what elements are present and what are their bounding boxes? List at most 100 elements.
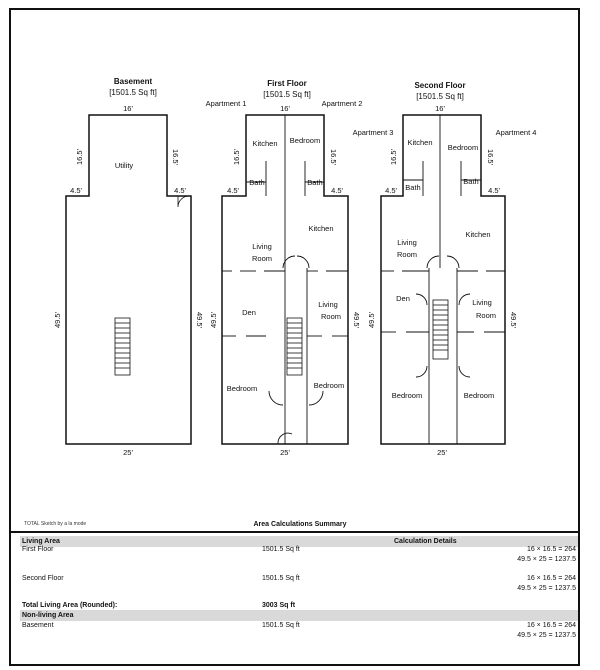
second-room-living-left-2: Room bbox=[397, 250, 417, 259]
basement-dim-bottom: 25' bbox=[123, 448, 133, 457]
first-floor-row-2: 49.5 × 25 = 1237.5 bbox=[20, 554, 578, 565]
second-dim-top: 16' bbox=[435, 104, 445, 113]
first-room-den: Den bbox=[242, 308, 256, 317]
first-floor-stairs bbox=[286, 317, 303, 376]
apartment-2-label: Apartment 2 bbox=[322, 99, 363, 108]
second-dim-left-step: 4.5' bbox=[385, 186, 397, 195]
second-room-kitchen-right: Kitchen bbox=[465, 230, 490, 239]
second-dim-bottom: 25' bbox=[437, 448, 447, 457]
first-room-living-right-1: Living bbox=[318, 300, 338, 309]
basement-dim-left-upper: 16.5' bbox=[75, 148, 84, 165]
first-dim-right-step: 4.5' bbox=[331, 186, 343, 195]
second-dim-right-step: 4.5' bbox=[488, 186, 500, 195]
basement-dim-right-upper: 16.5' bbox=[171, 149, 180, 166]
second-floor-calc-1: 16 × 16.5 = 264 bbox=[526, 575, 576, 582]
first-dim-right-side: 49.5' bbox=[352, 312, 361, 329]
first-room-living-left-1: Living bbox=[252, 242, 272, 251]
second-room-bedroom-left: Bedroom bbox=[392, 391, 422, 400]
first-room-bedroom-top: Bedroom bbox=[290, 136, 320, 145]
basement-area-value: 1501.5 Sq ft bbox=[262, 622, 300, 629]
first-dim-top: 16' bbox=[280, 104, 290, 113]
second-floor-label: Second Floor bbox=[22, 575, 64, 582]
total-row: Total Living Area (Rounded): 3003 Sq ft bbox=[20, 600, 578, 611]
first-dim-left-upper: 16.5' bbox=[232, 148, 241, 165]
summary-top-rule bbox=[11, 531, 578, 533]
second-dim-right-side: 49.5' bbox=[509, 312, 518, 329]
first-floor-walls bbox=[222, 115, 348, 445]
basement-stairs bbox=[114, 317, 131, 376]
first-room-bedroom-left: Bedroom bbox=[227, 384, 257, 393]
second-room-bedroom-top: Bedroom bbox=[448, 143, 478, 152]
basement-dim-right-side: 49.5' bbox=[195, 312, 204, 329]
first-room-living-right-2: Room bbox=[321, 312, 341, 321]
second-room-living-right-1: Living bbox=[472, 298, 492, 307]
second-room-den: Den bbox=[396, 294, 410, 303]
total-area-value: 3003 Sq ft bbox=[262, 602, 296, 609]
first-dim-left-step: 4.5' bbox=[227, 186, 239, 195]
basement-calc-2: 49.5 × 25 = 1237.5 bbox=[517, 632, 576, 639]
basement-room-utility: Utility bbox=[115, 161, 134, 170]
second-room-living-left-1: Living bbox=[397, 238, 417, 247]
second-room-kitchen-top: Kitchen bbox=[407, 138, 432, 147]
first-dim-bottom: 25' bbox=[280, 448, 290, 457]
first-floor-calc-2: 49.5 × 25 = 1237.5 bbox=[517, 556, 576, 563]
living-area-header-row: Living Area Calculation Details bbox=[20, 536, 578, 547]
non-living-header-row: Non-living Area bbox=[20, 610, 578, 621]
apartment-1-label: Apartment 1 bbox=[206, 99, 247, 108]
floor-plans: Basement [1501.5 Sq ft] Utility 16' 16.5… bbox=[53, 77, 537, 457]
non-living-header: Non-living Area bbox=[22, 612, 74, 619]
apartment-4-label: Apartment 4 bbox=[496, 128, 537, 137]
second-floor-area-value: 1501.5 Sq ft bbox=[262, 575, 300, 582]
first-room-bath-left: Bath bbox=[249, 178, 264, 187]
basement-calc-1: 16 × 16.5 = 264 bbox=[526, 622, 576, 629]
first-floor-outline bbox=[221, 114, 349, 445]
second-floor-walls bbox=[381, 115, 505, 444]
basement-dim-left-step: 4.5' bbox=[70, 186, 82, 195]
document-frame bbox=[9, 8, 580, 666]
first-dim-left-side: 49.5' bbox=[209, 311, 218, 328]
first-floor-title: First Floor bbox=[267, 79, 307, 88]
basement-dim-left-side: 49.5' bbox=[53, 311, 62, 328]
basement-row-2: 49.5 × 25 = 1237.5 bbox=[20, 630, 578, 641]
sketch-credit: TOTAL Sketch by a la mode bbox=[24, 521, 87, 527]
second-room-living-right-2: Room bbox=[476, 311, 496, 320]
second-floor-outline bbox=[380, 114, 506, 445]
second-floor-stairs bbox=[432, 299, 449, 360]
first-floor-calc-1: 16 × 16.5 = 264 bbox=[526, 546, 576, 553]
basement-title: Basement bbox=[114, 77, 153, 86]
second-dim-left-upper: 16.5' bbox=[389, 148, 398, 165]
first-room-kitchen-right: Kitchen bbox=[308, 224, 333, 233]
second-room-bedroom-right: Bedroom bbox=[464, 391, 494, 400]
total-label: Total Living Area (Rounded): bbox=[22, 602, 118, 609]
calc-details-header: Calculation Details bbox=[394, 538, 457, 545]
second-floor-area: [1501.5 Sq ft] bbox=[416, 92, 464, 101]
first-floor-row: First Floor 1501.5 Sq ft 16 × 16.5 = 264 bbox=[20, 544, 578, 555]
basement-row: Basement 1501.5 Sq ft 16 × 16.5 = 264 bbox=[20, 620, 578, 631]
basement-dim-right-step: 4.5' bbox=[174, 186, 186, 195]
first-room-kitchen-top: Kitchen bbox=[252, 139, 277, 148]
second-dim-right-upper: 16.5' bbox=[486, 149, 495, 166]
first-floor-plan: First Floor [1501.5 Sq ft] Apartment 1 A… bbox=[206, 79, 363, 457]
first-floor-label: First Floor bbox=[22, 546, 54, 553]
second-room-bath-right: Bath bbox=[463, 177, 478, 186]
first-room-living-left-2: Room bbox=[252, 254, 272, 263]
first-room-bath-right: Bath bbox=[307, 178, 322, 187]
first-room-bedroom-right: Bedroom bbox=[314, 381, 344, 390]
basement-label: Basement bbox=[22, 622, 54, 629]
first-floor-area: [1501.5 Sq ft] bbox=[263, 90, 311, 99]
apartment-3-label: Apartment 3 bbox=[353, 128, 394, 137]
basement-plan: Basement [1501.5 Sq ft] Utility 16' 16.5… bbox=[53, 77, 204, 457]
basement-outline bbox=[65, 114, 192, 445]
second-room-bath-left: Bath bbox=[405, 183, 420, 192]
first-dim-right-upper: 16.5' bbox=[329, 149, 338, 166]
summary-title: Area Calculations Summary bbox=[253, 521, 347, 528]
second-floor-row-2: 49.5 × 25 = 1237.5 bbox=[20, 583, 578, 594]
second-floor-calc-2: 49.5 × 25 = 1237.5 bbox=[517, 585, 576, 592]
basement-area: [1501.5 Sq ft] bbox=[109, 88, 157, 97]
living-area-header: Living Area bbox=[22, 538, 60, 545]
basement-dim-top: 16' bbox=[123, 104, 133, 113]
second-dim-left-side: 49.5' bbox=[367, 311, 376, 328]
second-floor-row: Second Floor 1501.5 Sq ft 16 × 16.5 = 26… bbox=[20, 573, 578, 584]
first-floor-area-value: 1501.5 Sq ft bbox=[262, 546, 300, 553]
second-floor-plan: Second Floor [1501.5 Sq ft] Apartment 3 … bbox=[353, 81, 537, 457]
